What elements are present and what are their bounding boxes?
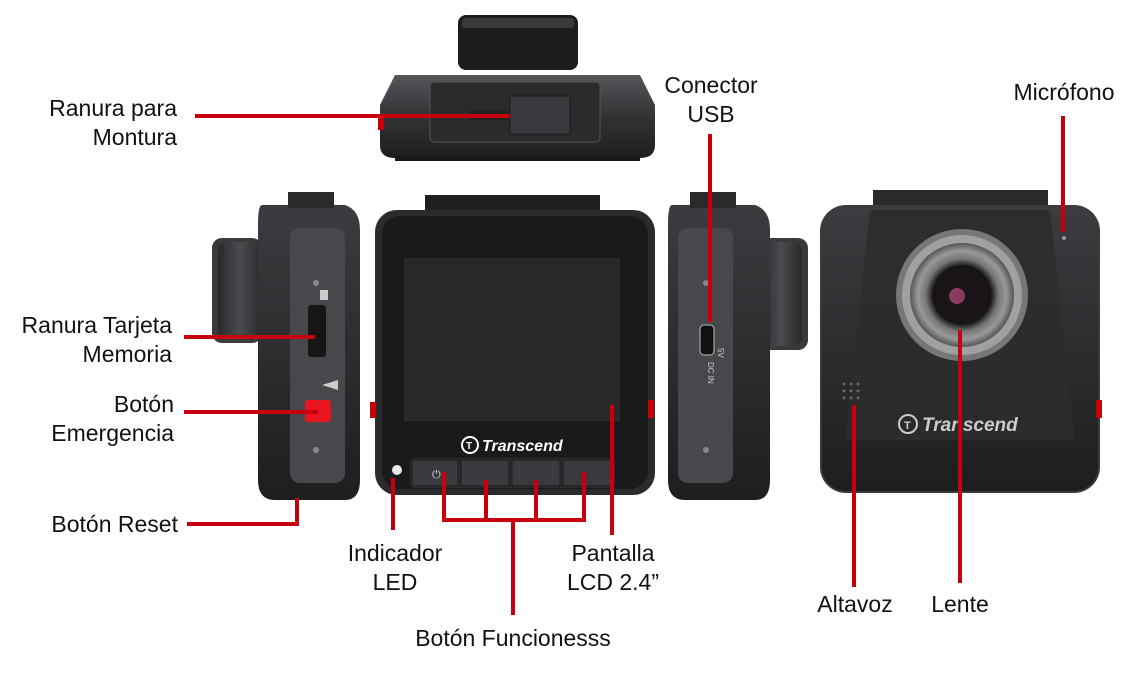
label-microphone: Micrófono <box>1000 78 1128 107</box>
label-lcd-line2: LCD 2.4” <box>566 569 660 595</box>
label-led-indicator: Indicador LED <box>335 539 455 597</box>
label-reset-button: Botón Reset <box>51 510 178 539</box>
svg-text:T: T <box>466 441 472 452</box>
label-memory-card-slot: Ranura Tarjeta Memoria <box>22 311 172 369</box>
label-microphone-line1: Micrófono <box>1013 79 1115 105</box>
led-indicator <box>392 465 402 475</box>
label-usb-line1: Conector <box>664 72 758 98</box>
power-icon: ⏻ <box>432 468 441 481</box>
label-led-line1: Indicador <box>347 540 443 566</box>
label-memory-card-line1: Ranura Tarjeta <box>21 312 172 338</box>
label-mount-slot-line2: Montura <box>92 124 177 150</box>
microphone-hole <box>1062 236 1066 240</box>
label-usb-connector: Conector USB <box>650 71 772 129</box>
label-speaker: Altavoz <box>800 590 910 619</box>
brand-back: Transcend <box>922 415 1018 436</box>
label-emergency-line1: Botón <box>113 391 174 417</box>
right-side-view-device: 5V DC IN <box>370 192 808 500</box>
label-led-line2: LED <box>372 569 418 595</box>
label-emergency-line2: Emergencia <box>51 420 174 446</box>
label-memory-card-line2: Memoria <box>82 341 172 367</box>
svg-text:T: T <box>904 420 911 432</box>
label-lens-line1: Lente <box>931 591 989 617</box>
leader-reset <box>187 498 299 526</box>
label-lens: Lente <box>910 590 1010 619</box>
power-button[interactable] <box>411 459 459 487</box>
label-lcd-line1: Pantalla <box>571 540 655 566</box>
lcd-screen <box>403 257 621 422</box>
left-side-view-device <box>212 192 360 500</box>
label-function-line1: Botón Funcionesss <box>415 625 611 651</box>
label-usb-line2: USB <box>687 101 735 127</box>
label-emergency-button: Botón Emergencia <box>51 390 174 448</box>
label-speaker-line1: Altavoz <box>817 591 893 617</box>
usb-port <box>699 324 715 356</box>
port-marking-5v: 5V <box>716 348 725 358</box>
label-lcd-screen: Pantalla LCD 2.4” <box>548 539 678 597</box>
brand-front: Transcend <box>482 438 564 455</box>
label-mount-slot-line1: Ranura para <box>49 95 177 121</box>
label-function-buttons: Botón Funcionesss <box>395 624 631 653</box>
transcend-logo-icon <box>461 436 479 454</box>
label-reset-line1: Botón Reset <box>51 511 178 537</box>
leader-lines <box>184 114 1065 615</box>
function-button-3[interactable] <box>562 459 612 487</box>
speaker-grille <box>842 382 860 400</box>
label-mount-slot: Ranura para Montura <box>49 94 177 152</box>
front-view-device: ⏻ T Transcend <box>375 195 655 495</box>
port-marking-dcin: DC IN <box>706 362 715 384</box>
top-view-device <box>378 15 655 161</box>
